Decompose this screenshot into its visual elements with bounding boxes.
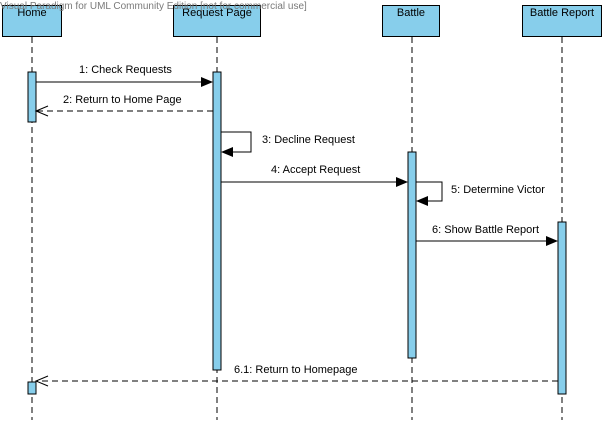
message-1-arrowhead — [201, 77, 213, 87]
lifeline-request-page-label: Request Page — [182, 7, 252, 19]
activation-battle-report — [557, 221, 567, 395]
lifeline-battle-label: Battle — [396, 7, 426, 19]
watermark-text: Visual Paradigm for UML Community Editio… — [0, 1, 307, 12]
message-3-line — [221, 131, 252, 153]
lifeline-request-page-box: Request Page — [173, 5, 261, 37]
activation-home-2 — [27, 381, 37, 395]
message-1-label: 1: Check Requests — [79, 64, 172, 76]
lifeline-battle-report-box: Battle Report — [522, 5, 602, 37]
lifeline-battle-report-label: Battle Report — [529, 7, 595, 19]
lifeline-home-label: Home — [17, 7, 47, 19]
message-2-label: 2: Return to Home Page — [63, 94, 182, 106]
activation-request-page — [212, 71, 222, 371]
message-2-arrowhead — [34, 105, 49, 117]
message-4-label: 4: Accept Request — [271, 164, 361, 176]
message-6-1-label: 6.1: Return to Homepage — [234, 364, 358, 376]
message-4-arrowhead — [396, 177, 408, 187]
lifeline-home-box: Home — [2, 5, 62, 37]
message-5-line — [416, 181, 443, 202]
message-3-arrowhead — [221, 147, 233, 157]
message-5-arrowhead — [416, 196, 428, 206]
message-6-arrowhead — [546, 236, 558, 246]
message-5-label: 5: Determine Victor — [451, 184, 545, 196]
message-6-label: 6: Show Battle Report — [432, 224, 540, 236]
activation-battle — [407, 151, 417, 359]
message-3-label: 3: Decline Request — [262, 134, 355, 146]
activation-home-1 — [27, 71, 37, 123]
message-6-1-arrowhead — [34, 375, 49, 387]
lifeline-battle-box: Battle — [382, 5, 440, 37]
